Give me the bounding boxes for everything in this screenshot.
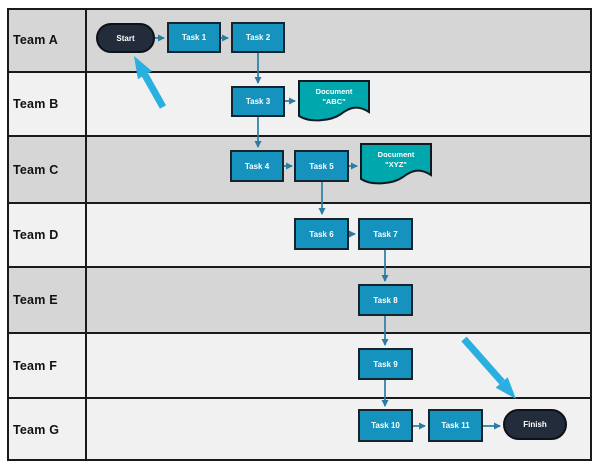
task-10-node: Task 10 [358, 409, 413, 442]
document-abc-title: Document [315, 87, 353, 96]
lane-divider [7, 459, 592, 461]
document-abc-text: Document "ABC" [298, 87, 370, 107]
task-6-label: Task 6 [309, 229, 334, 239]
task-7-label: Task 7 [373, 229, 398, 239]
document-xyz-title: Document [377, 150, 415, 159]
start-node: Start [96, 23, 155, 53]
task-8-label: Task 8 [373, 295, 398, 305]
lane-divider [7, 202, 592, 204]
lane-label-team-c: Team C [13, 162, 59, 177]
task-5-node: Task 5 [294, 150, 349, 182]
outer-border-left [7, 8, 9, 461]
document-abc-name: "ABC" [322, 97, 346, 106]
task-5-label: Task 5 [309, 161, 334, 171]
lane-label-team-a: Team A [13, 33, 58, 47]
task-2-label: Task 2 [245, 33, 271, 42]
lane-label-team-b: Team B [13, 97, 59, 111]
task-9-label: Task 9 [373, 359, 398, 369]
task-9-node: Task 9 [358, 348, 413, 380]
document-shape [360, 143, 432, 185]
task-4-label: Task 4 [244, 161, 270, 171]
lane-divider [7, 135, 592, 137]
lane-team-a [7, 8, 592, 72]
lane-label-team-d: Team D [13, 228, 59, 242]
lane-divider [7, 332, 592, 334]
lane-divider [7, 266, 592, 268]
lane-divider [7, 71, 592, 73]
finish-label: Finish [523, 420, 547, 429]
document-xyz-text: Document "XYZ" [360, 150, 432, 170]
task-2-node: Task 2 [231, 22, 285, 53]
task-8-node: Task 8 [358, 284, 413, 316]
lane-label-team-g: Team G [13, 422, 60, 437]
document-shape [298, 80, 370, 122]
task-1-node: Task 1 [167, 22, 221, 53]
finish-node: Finish [503, 409, 567, 440]
document-xyz-name: "XYZ" [385, 160, 407, 169]
label-column-divider [85, 8, 87, 461]
task-6-node: Task 6 [294, 218, 349, 250]
task-7-node: Task 7 [358, 218, 413, 250]
document-xyz-node: Document "XYZ" [360, 143, 432, 187]
task-1-label: Task 1 [181, 33, 207, 42]
task-10-label: Task 10 [371, 421, 400, 430]
task-11-node: Task 11 [428, 409, 483, 442]
task-3-node: Task 3 [231, 86, 285, 117]
task-11-label: Task 11 [441, 421, 470, 430]
lane-label-team-f: Team F [13, 358, 58, 373]
task-3-label: Task 3 [245, 97, 271, 106]
task-4-node: Task 4 [230, 150, 284, 182]
lane-team-f [7, 333, 592, 398]
lane-team-g [7, 398, 592, 461]
lane-divider [7, 397, 592, 399]
outer-border-right [590, 8, 592, 461]
lane-team-e [7, 267, 592, 333]
document-abc-node: Document "ABC" [298, 80, 370, 124]
start-label: Start [116, 33, 135, 43]
lane-divider [7, 8, 592, 10]
lane-label-team-e: Team E [13, 293, 58, 307]
